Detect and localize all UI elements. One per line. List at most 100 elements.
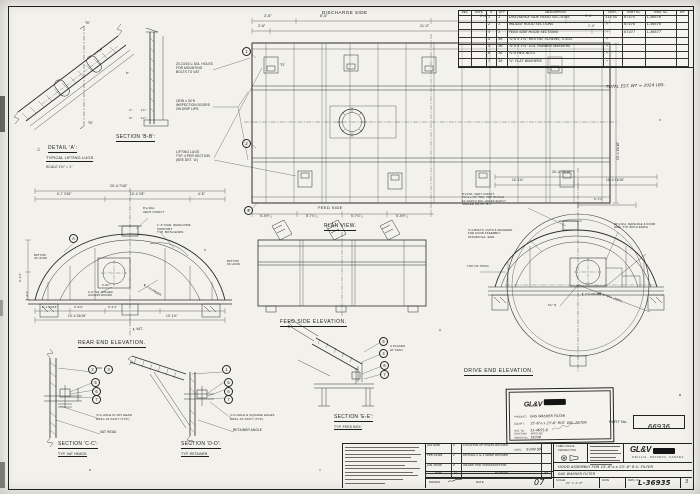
callout-7-cc: 7 [92,395,101,404]
plan-dim: 5'-7¼"△ [306,214,319,218]
table-cell: 67477 [623,30,646,38]
feed-side-elevation-title: FEED SIDE ELEVATION. [280,319,347,328]
table-cell: 〃 [604,44,623,53]
table-cell [542,444,552,454]
table-cell: DESCRIPTION [508,11,604,16]
table-cell [459,37,472,45]
section-bb-title: SECTION 'B-B': [116,134,156,143]
rear-dim: 10'-4 15/16" [68,314,87,318]
part-no-box: 66936 [633,415,685,431]
plan-note-holes: 20-13/16"⌀ DIA. HOLES FOR MOUNTING BOLTS… [176,62,213,74]
table-cell: MIDDLE HOOD SECTIONS [508,22,604,31]
plan-dim: 5'-4½"△ [260,214,273,218]
table-cell: 〃 [604,22,623,31]
section-dd-title: SECTION 'D-D': [181,441,221,450]
table-cell: FEB 24/99 [426,453,452,464]
company-location: ORILLIA, ONTARIO, CANADA [632,456,685,459]
plan-dim: 3'-6" [585,14,593,18]
table-cell [472,52,487,60]
table-cell: JUN 8/99 [426,444,452,454]
plan-dim: 2'-6" [258,24,266,28]
rear-dim: 10'-4 7/8" [130,192,145,196]
callout-7-ee: 7 [380,370,389,379]
section-ee-subtitle: TYP. FEED BOX. [334,425,362,431]
cc-hole-note: ⅝"⌀ HOLE IN VAT HEAD DRILL AT ASS'Y (TYP… [96,413,132,421]
table-cell: DISCHARGE SIDE HOOD SECTIONS [508,15,604,23]
table-cell: 316 SS [604,15,623,23]
plan-note-lugs: LIFTING LUGS TYP. 4 PER SECTION (SEE DET… [176,150,210,162]
callout-5-ee: 5 [379,337,388,346]
ee-places-note: 4 PLACES AT ASSY. [390,344,406,352]
table-cell: 7 [487,59,497,67]
table-cell: L-36676 [646,15,677,23]
table-cell [472,15,487,23]
table-cell: QTY. [497,11,508,16]
table-cell: WT. [677,11,689,16]
table-cell [472,22,487,31]
callout-6-ee: 6 [380,361,389,370]
rear-end-elevation-lines [25,188,232,336]
glv-logo-tag [653,448,676,454]
table-cell: 1 [452,453,462,464]
sheet-number: 3 [685,479,689,485]
table-cell: 3 [487,30,497,38]
scan-smudge [0,300,3,316]
table-cell: 1 [497,15,508,23]
table-cell: 1 [497,22,508,31]
section-bb-dim: 1¾" [141,108,147,112]
section-cc-title: SECTION 'C-C': [58,441,98,450]
detail-a-flag-bottom: "B" [88,121,94,125]
table-cell [677,37,689,45]
rear-note-washpipe: 1'-3" RAD. WASH PIPE SUPPORT TYP. BOTH E… [157,223,191,235]
detail-a-rev-triangle: △ [37,146,41,151]
table-cell [646,52,677,60]
rear-dim: 2'-0¼" [102,283,111,287]
table-cell [472,44,487,53]
section-ee-title: SECTION 'E-E': [334,414,374,423]
glv-logo: GL&V [630,445,676,454]
table-cell [677,59,689,67]
table-cell: DWG. No. [646,11,677,16]
rear-detail-a-flag: A [69,234,78,243]
table-cell: 4 [487,37,497,45]
section-bb-lines [143,27,169,127]
drive-note-manhole: 20"⌀ DIA. MANHOLE & DOOR (REF. TYP. BOTH… [614,222,656,230]
table-cell [472,37,487,45]
sheet-number-cell: 3 [680,477,692,488]
table-cell [472,59,487,67]
table-cell: REV. [459,11,472,16]
callout-3-cc: 3 [104,365,113,374]
section-dd-subtitle: TYP. RETAINER. [181,452,209,458]
callout-5-cc: 5 [91,378,100,387]
third-angle-symbol [561,455,579,461]
table-cell: DATE [426,472,452,479]
table-cell [646,37,677,45]
table-cell: ⅝"⌀ x 1¾" O.D. RUBBER WASHERS [508,44,604,53]
plan-d-flag: "D" [280,63,286,67]
table-cell: 1 [497,30,508,38]
plan-dim: 8'-6" [320,14,328,18]
drawing-number: L-36935 [638,479,671,487]
table-cell: 〃 [604,59,623,67]
table-cell: 36 [497,52,508,60]
table-cell: FEED SIDE HOOD SECTIONS [508,30,604,38]
detail-a-dim: 8" [126,71,129,75]
rear-bottom-of-hood-left: BOTTOM OF HOOD [34,254,47,261]
callout-4-ee: 4 [379,349,388,358]
table-cell: ⅝" FLAT WASHERS [508,59,604,67]
plan-dim: 21'-0" [420,24,430,28]
detail-a-title: DETAIL 'A': [48,145,78,154]
rear-dim: 2'-1 13/16" [42,305,58,309]
drawing-number-cell: DWG. No. L-36935 [625,477,680,488]
rear-dim-rotated: 5'-1⅞" [18,272,22,282]
table-cell [623,37,646,45]
plan-dim: 2'-6" [588,24,596,28]
table-cell: L-36676 [646,22,677,31]
plan-discharge-side-label: DISCHARGE SIDE [322,10,368,15]
